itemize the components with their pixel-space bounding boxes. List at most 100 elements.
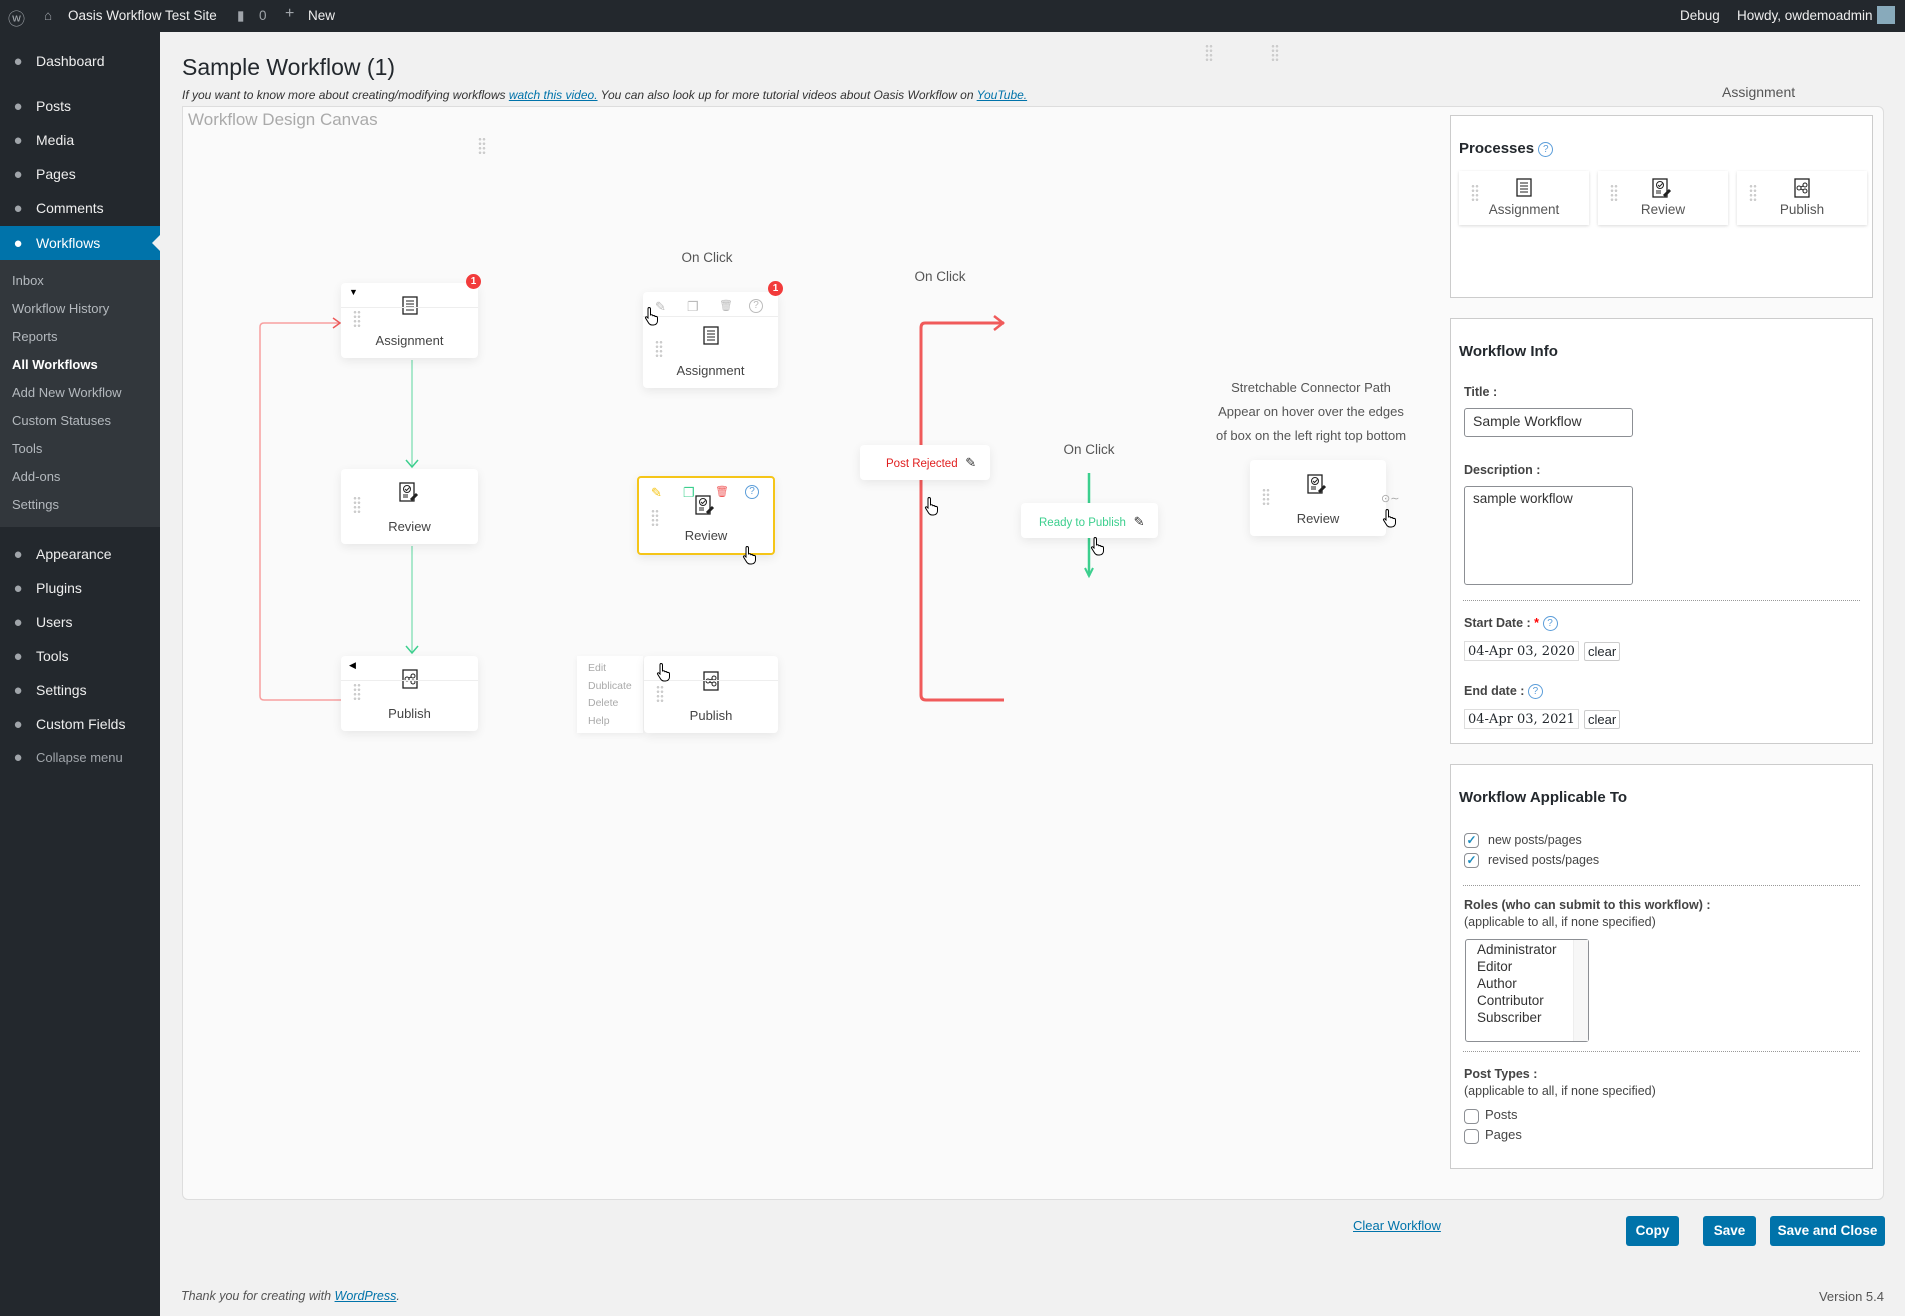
sidebar-item-comments[interactable]: ●Comments (0, 191, 160, 225)
connector-publish-assignment-rejected[interactable] (259, 322, 341, 701)
help-icon[interactable]: ? (1538, 141, 1554, 157)
role-option[interactable]: Contributor (1477, 993, 1544, 1008)
drag-handle-icon[interactable] (651, 509, 659, 527)
sidebar-item-dashboard[interactable]: ●Dashboard (0, 44, 160, 78)
checkbox-revised[interactable]: ✓ (1464, 853, 1479, 868)
site-name-link[interactable]: Oasis Workflow Test Site (68, 8, 217, 23)
edit-pencil-icon[interactable]: ✎ (1129, 514, 1145, 529)
copy-button[interactable]: Copy (1626, 1216, 1679, 1246)
post-rejected-label[interactable]: Post Rejected ✎ (860, 445, 990, 480)
clear-workflow-link[interactable]: Clear Workflow (1353, 1218, 1441, 1233)
sidebar-item-tools[interactable]: ●Tools (0, 639, 160, 673)
wordpress-link[interactable]: WordPress (334, 1289, 397, 1303)
drag-handle-icon[interactable] (655, 340, 663, 358)
process-assignment[interactable]: Assignment (1459, 171, 1589, 225)
avatar[interactable] (1877, 6, 1895, 24)
youtube-link[interactable]: YouTube. (976, 88, 1028, 102)
drag-handle-icon[interactable] (1471, 184, 1479, 202)
submenu-item-inbox[interactable]: Inbox (12, 273, 44, 288)
checkbox-new[interactable]: ✓ (1464, 833, 1479, 848)
context-menu-item[interactable]: Delete (588, 697, 619, 709)
context-menu-item[interactable]: Dublicate (588, 679, 632, 692)
help-icon[interactable]: ? (1527, 684, 1543, 700)
connector-endpoint-icon[interactable]: ⊙∼ (1381, 493, 1400, 505)
end-date-input[interactable]: 04-Apr 03, 2021 (1464, 709, 1579, 729)
sidebar-item-collapse-menu[interactable]: ●Collapse menu (0, 740, 160, 774)
title-input[interactable]: Sample Workflow (1464, 408, 1633, 437)
drag-handle-icon[interactable] (656, 685, 664, 703)
howdy-link[interactable]: Howdy, owdemoadmin (1737, 8, 1873, 23)
role-option[interactable]: Administrator (1477, 942, 1557, 957)
process-publish[interactable]: Publish (1737, 171, 1867, 225)
sidebar-item-appearance[interactable]: ●Appearance (0, 537, 160, 571)
copy-icon[interactable]: ❐ (683, 485, 695, 500)
step-review[interactable]: Review✎❐🗑? (637, 476, 775, 555)
wordpress-logo-icon[interactable]: ⓦ (8, 10, 25, 29)
trash-icon[interactable]: 🗑 (719, 300, 733, 312)
submenu-item-reports[interactable]: Reports (12, 329, 58, 344)
sidebar-item-posts[interactable]: ●Posts (0, 89, 160, 123)
intro-part: If you want to know more about creating/… (182, 88, 509, 102)
checkbox-pages[interactable] (1464, 1129, 1479, 1144)
help-icon[interactable]: ? (745, 485, 759, 499)
submenu-item-custom-statuses[interactable]: Custom Statuses (12, 413, 111, 428)
help-icon[interactable]: ? (749, 299, 763, 313)
submenu-item-tools[interactable]: Tools (12, 441, 43, 456)
context-menu-item[interactable]: Help (588, 714, 610, 727)
role-option[interactable]: Editor (1477, 959, 1513, 974)
drag-handle-icon[interactable] (1610, 184, 1618, 202)
help-icon[interactable]: ? (1542, 616, 1558, 632)
submenu-item-add-new-workflow[interactable]: Add New Workflow (12, 385, 122, 400)
description-textarea[interactable]: sample workflow (1464, 486, 1633, 585)
step-assignment[interactable]: Assignment▼ (341, 283, 478, 358)
pencil-icon[interactable]: ✎ (651, 485, 662, 500)
drag-handle-icon[interactable] (353, 496, 361, 514)
wrench-icon: ● (13, 647, 23, 665)
comment-count[interactable]: 0 (259, 8, 267, 23)
sidebar-item-pages[interactable]: ●Pages (0, 157, 160, 191)
comment-icon[interactable]: ▮ (237, 8, 245, 23)
drag-handle-icon[interactable] (1749, 184, 1757, 202)
sidebar-item-custom-fields[interactable]: ●Custom Fields (0, 707, 160, 741)
checkbox-posts[interactable] (1464, 1109, 1479, 1124)
process-review[interactable]: Review (1598, 171, 1728, 225)
start-date-input[interactable]: 04-Apr 03, 2020 (1464, 641, 1579, 661)
clear-start-date-button[interactable]: clear (1584, 642, 1621, 661)
stretchable-rejected-path[interactable] (919, 321, 1004, 702)
toggle-menu-icon[interactable]: ▼ (349, 287, 358, 297)
drag-handle-icon[interactable] (1262, 488, 1270, 506)
sidebar-item-users[interactable]: ●Users (0, 605, 160, 639)
drag-handle-icon[interactable] (353, 683, 361, 701)
sidebar-item-settings[interactable]: ●Settings (0, 673, 160, 707)
step-assignment[interactable]: Assignment✎❐🗑? (643, 292, 778, 388)
step-review[interactable]: Review (341, 469, 478, 544)
new-link[interactable]: New (308, 8, 336, 23)
drag-handle-icon[interactable] (353, 310, 361, 328)
watch-video-link[interactable]: watch this video. (508, 88, 598, 102)
role-option[interactable]: Author (1477, 976, 1517, 991)
sidebar-item-workflows[interactable]: ●Workflows (0, 226, 160, 260)
step-publish[interactable]: Publish (644, 656, 778, 733)
submenu-item-workflow-history[interactable]: Workflow History (12, 301, 110, 316)
context-menu-item[interactable]: Edit (588, 662, 607, 674)
pencil-icon[interactable]: ✎ (655, 299, 666, 314)
save-and-close-button[interactable]: Save and Close (1770, 1216, 1885, 1246)
step-review[interactable]: Review (1250, 460, 1386, 536)
scrollbar[interactable] (1573, 940, 1588, 1041)
toggle-menu-icon[interactable]: ◀ (349, 660, 356, 670)
sidebar-item-media[interactable]: ●Media (0, 123, 160, 157)
edit-pencil-icon[interactable]: ✎ (961, 455, 977, 470)
step-publish[interactable]: Publish◀ (341, 656, 478, 731)
submenu-item-all-workflows[interactable]: All Workflows (12, 357, 98, 372)
ready-to-publish-label[interactable]: Ready to Publish ✎ (1021, 503, 1158, 538)
submenu-item-add-ons[interactable]: Add-ons (12, 469, 61, 484)
sidebar-item-plugins[interactable]: ●Plugins (0, 571, 160, 605)
debug-link[interactable]: Debug (1680, 8, 1720, 23)
clear-end-date-button[interactable]: clear (1584, 710, 1621, 729)
copy-icon[interactable]: ❐ (687, 299, 699, 314)
submenu-item-settings[interactable]: Settings (12, 497, 59, 512)
role-option[interactable]: Subscriber (1477, 1010, 1542, 1025)
save-button[interactable]: Save (1703, 1216, 1756, 1246)
trash-icon[interactable]: 🗑 (715, 486, 729, 498)
